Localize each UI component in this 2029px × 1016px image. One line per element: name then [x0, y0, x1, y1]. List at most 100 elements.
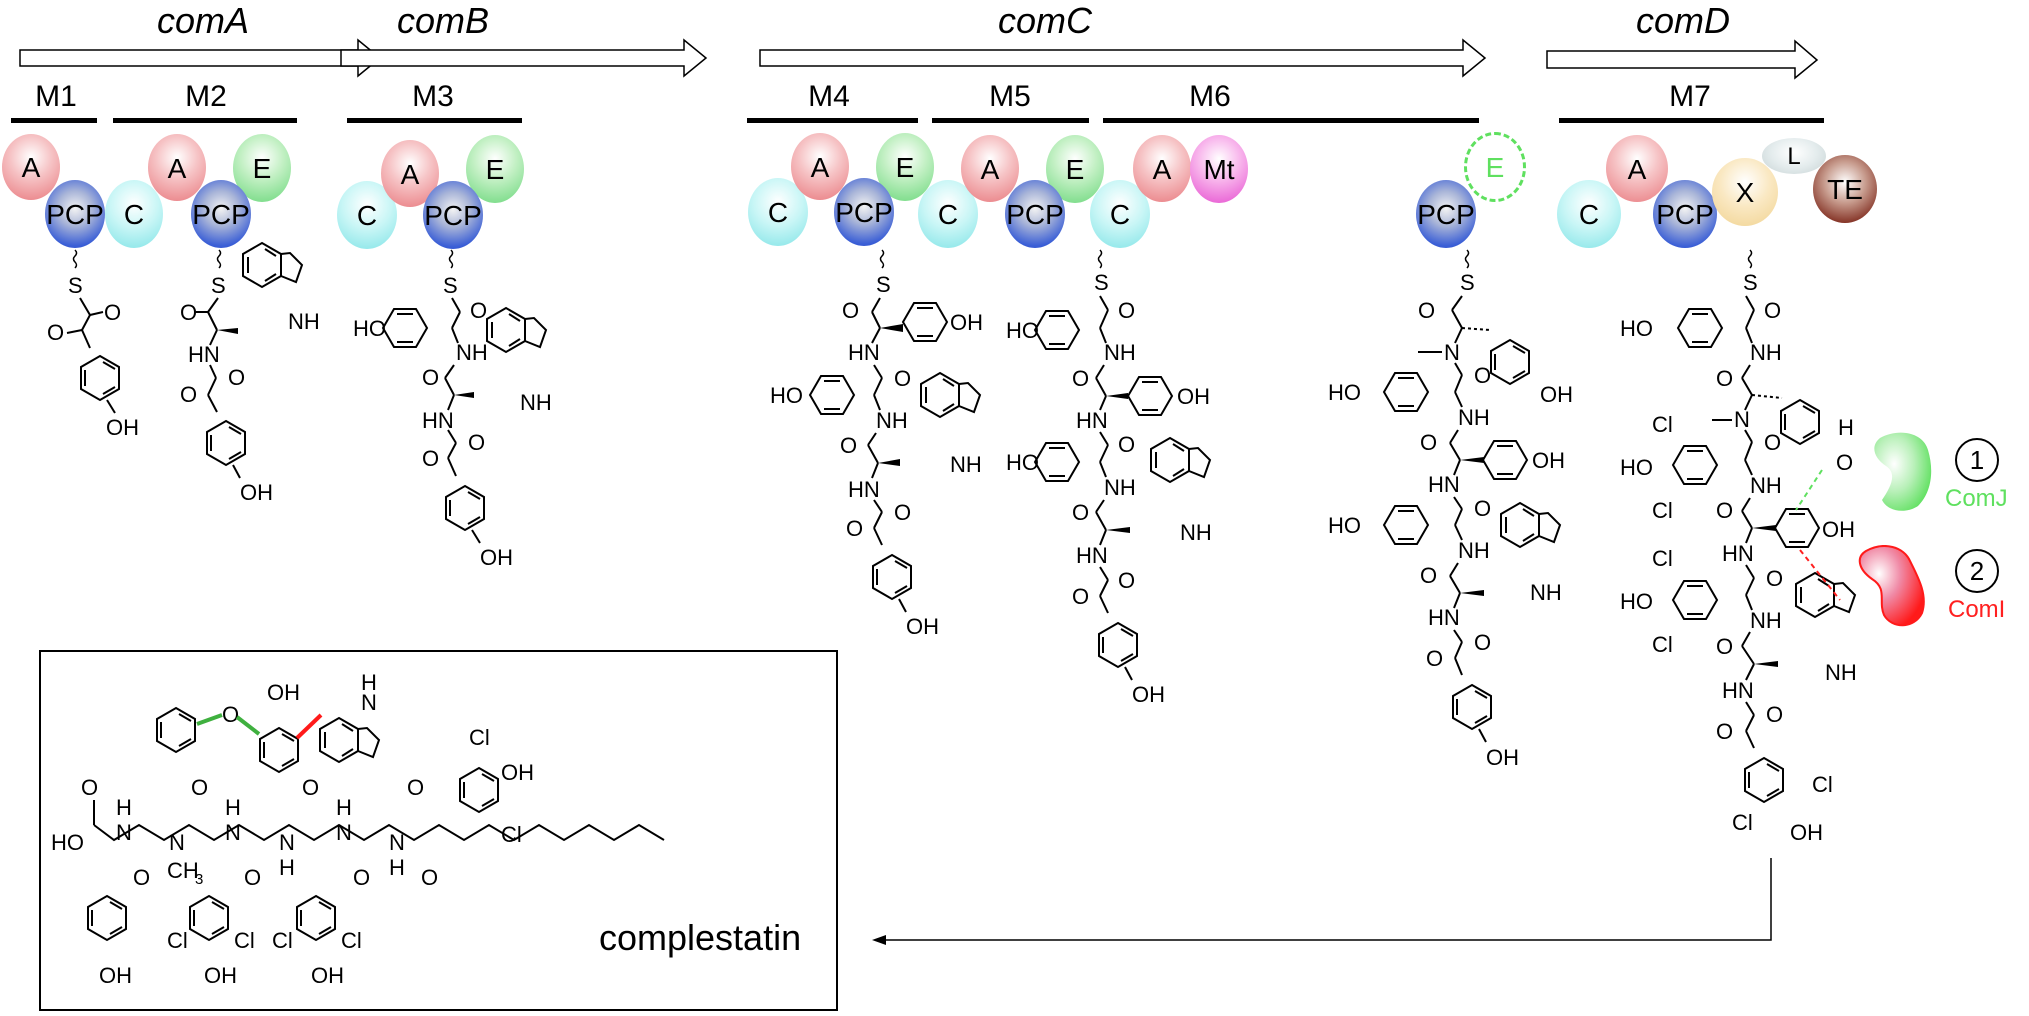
domain-mt-m6: Mt	[1190, 135, 1248, 203]
bond-line	[1449, 442, 1461, 461]
biaryl-crosslink-bond	[295, 713, 323, 740]
atom-label: OH	[1540, 382, 1573, 407]
bond-line	[873, 377, 883, 396]
atom-label: O	[407, 775, 424, 800]
atom-label: NH	[456, 340, 488, 365]
atom-label: OH	[480, 545, 513, 570]
shape-path	[1858, 545, 1925, 627]
atom-label: O	[1474, 630, 1491, 655]
bond-line	[1744, 429, 1753, 443]
wedge-bond	[1106, 527, 1130, 533]
module-label-m1: M1	[35, 80, 77, 113]
domain-pcp-label: PCP	[1006, 199, 1064, 230]
atom-label: Cl	[1652, 498, 1673, 523]
bond-line	[1745, 730, 1755, 749]
bond-line	[1449, 562, 1459, 577]
bond-line	[1099, 579, 1109, 597]
module-bar-m7	[1559, 118, 1824, 123]
domain-a-label: A	[1627, 153, 1647, 185]
bond-line	[1478, 728, 1487, 743]
atom-s: S	[68, 273, 83, 298]
enzyme-label-comi: ComI	[1948, 596, 2006, 623]
atom-label: S	[443, 273, 458, 298]
bond-line	[1449, 575, 1461, 594]
atom-label: H	[116, 795, 132, 820]
atom-label: H	[1838, 415, 1854, 440]
atom-label: OH	[1532, 448, 1565, 473]
domain-c-label: C	[356, 200, 378, 231]
atom-label: N	[116, 820, 132, 845]
bond-line	[1453, 629, 1463, 643]
domain-x-label: X	[1735, 177, 1755, 208]
atom-label: O	[470, 298, 487, 323]
atom-label: N	[389, 830, 405, 855]
bond-line	[873, 527, 883, 546]
shape-path	[340, 38, 708, 78]
bond-line	[451, 327, 459, 344]
domain-pcp-m4: PCP	[834, 178, 894, 246]
bond-line	[447, 429, 457, 444]
ring-structure	[1744, 757, 1784, 803]
bond-line	[106, 399, 116, 414]
intermediate-m1: S O O OH	[47, 249, 139, 440]
bond-line	[1461, 327, 1491, 331]
module-label-m3: M3	[412, 80, 454, 113]
atom-label: OH	[1822, 517, 1855, 542]
bond-line	[1741, 364, 1751, 379]
step-marker-2: 2	[1955, 549, 1999, 593]
ring-structure	[872, 554, 912, 600]
ring-structure	[879, 249, 885, 269]
atom-label: HN	[1076, 543, 1108, 568]
bond-line	[1741, 631, 1751, 647]
bond-line	[66, 329, 83, 334]
ring-structure	[242, 242, 303, 288]
atom-label: Cl	[1732, 810, 1753, 835]
atom-label: Cl	[341, 928, 362, 953]
module-label-m7: M7	[1669, 80, 1711, 113]
gene-arrow-comB	[340, 38, 708, 78]
atom-label: S	[1460, 270, 1475, 295]
bond-line	[1099, 395, 1107, 411]
bond-line	[1745, 663, 1755, 681]
atom-label: O	[421, 865, 438, 890]
ring-structure	[1490, 339, 1530, 385]
bond-line	[1745, 564, 1755, 579]
bond-line	[209, 364, 217, 379]
domain-c-label: C	[937, 199, 959, 230]
ring-structure	[1034, 310, 1080, 350]
ring-structure	[1780, 399, 1820, 445]
ring-structure	[1672, 580, 1718, 620]
step-number: 1	[1969, 444, 1985, 475]
atom-label: O	[1072, 500, 1089, 525]
bond-line	[1751, 394, 1783, 399]
domain-pcp-m1: PCP	[45, 180, 105, 248]
atom-label: N	[1734, 407, 1750, 432]
wedge-bond	[880, 324, 903, 332]
atom-label: Cl	[272, 928, 293, 953]
domain-e-label: E	[895, 152, 915, 183]
atom-label: 3	[195, 871, 203, 888]
bond-line	[447, 457, 457, 477]
product-box-complestatin	[39, 650, 838, 1011]
bond-line	[1454, 641, 1463, 659]
bond-line	[1454, 508, 1463, 526]
ring-structure	[1464, 249, 1470, 269]
atom-label: N	[225, 820, 241, 845]
domain-e-label: E	[1065, 154, 1085, 185]
ring-structure	[382, 308, 428, 348]
bond-line	[1745, 327, 1753, 344]
bond-line	[1451, 295, 1463, 311]
domain-l-m7: L	[1762, 138, 1826, 174]
domain-a-label: A	[810, 151, 830, 183]
atom-label: O	[1474, 363, 1491, 388]
atom-label: HN	[188, 342, 220, 367]
domain-a-m1: A	[2, 134, 60, 200]
domain-c-m2: C	[105, 180, 163, 248]
bond-line	[1099, 309, 1109, 329]
atom-label: O	[1764, 430, 1781, 455]
bond-line	[1453, 459, 1461, 476]
bond-line	[1099, 444, 1109, 463]
atom-label: O	[353, 865, 370, 890]
gene-label-comC: comC	[997, 0, 1093, 41]
